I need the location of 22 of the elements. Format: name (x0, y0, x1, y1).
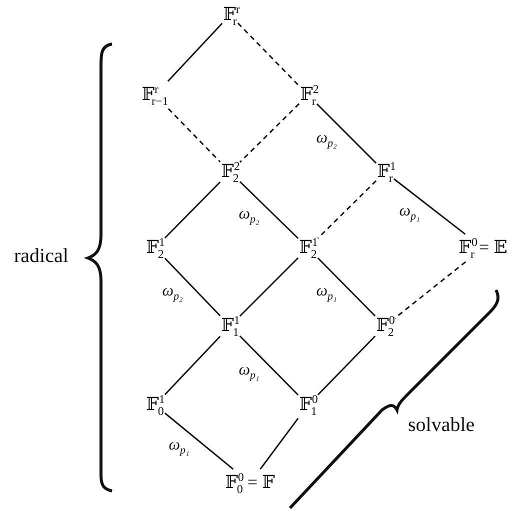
connector-line (393, 178, 466, 235)
connector-line (316, 103, 377, 164)
connector-line (164, 258, 221, 316)
dashed-line (394, 261, 466, 319)
dashed-line (168, 108, 221, 162)
connector-line (239, 257, 299, 317)
connector-line (164, 182, 221, 238)
connector-line (164, 412, 234, 470)
connector-line (239, 335, 299, 396)
dashed-line (317, 180, 377, 239)
connector-line (239, 181, 299, 239)
connector-line (317, 336, 376, 396)
field-label: 𝔽$^{0}$$_{0}$ = 𝔽 (224, 469, 276, 497)
field-label: 𝔽$^{0}$$_{r}$ = 𝔼 (458, 234, 508, 262)
connector-line (260, 418, 299, 470)
dashed-line (237, 22, 300, 86)
brace-label: solvable (408, 415, 475, 435)
connector-line (167, 22, 223, 82)
dashed-line (239, 103, 300, 163)
connector-line (164, 336, 221, 396)
connector-line (317, 258, 376, 316)
brace-label: radical (14, 246, 68, 266)
